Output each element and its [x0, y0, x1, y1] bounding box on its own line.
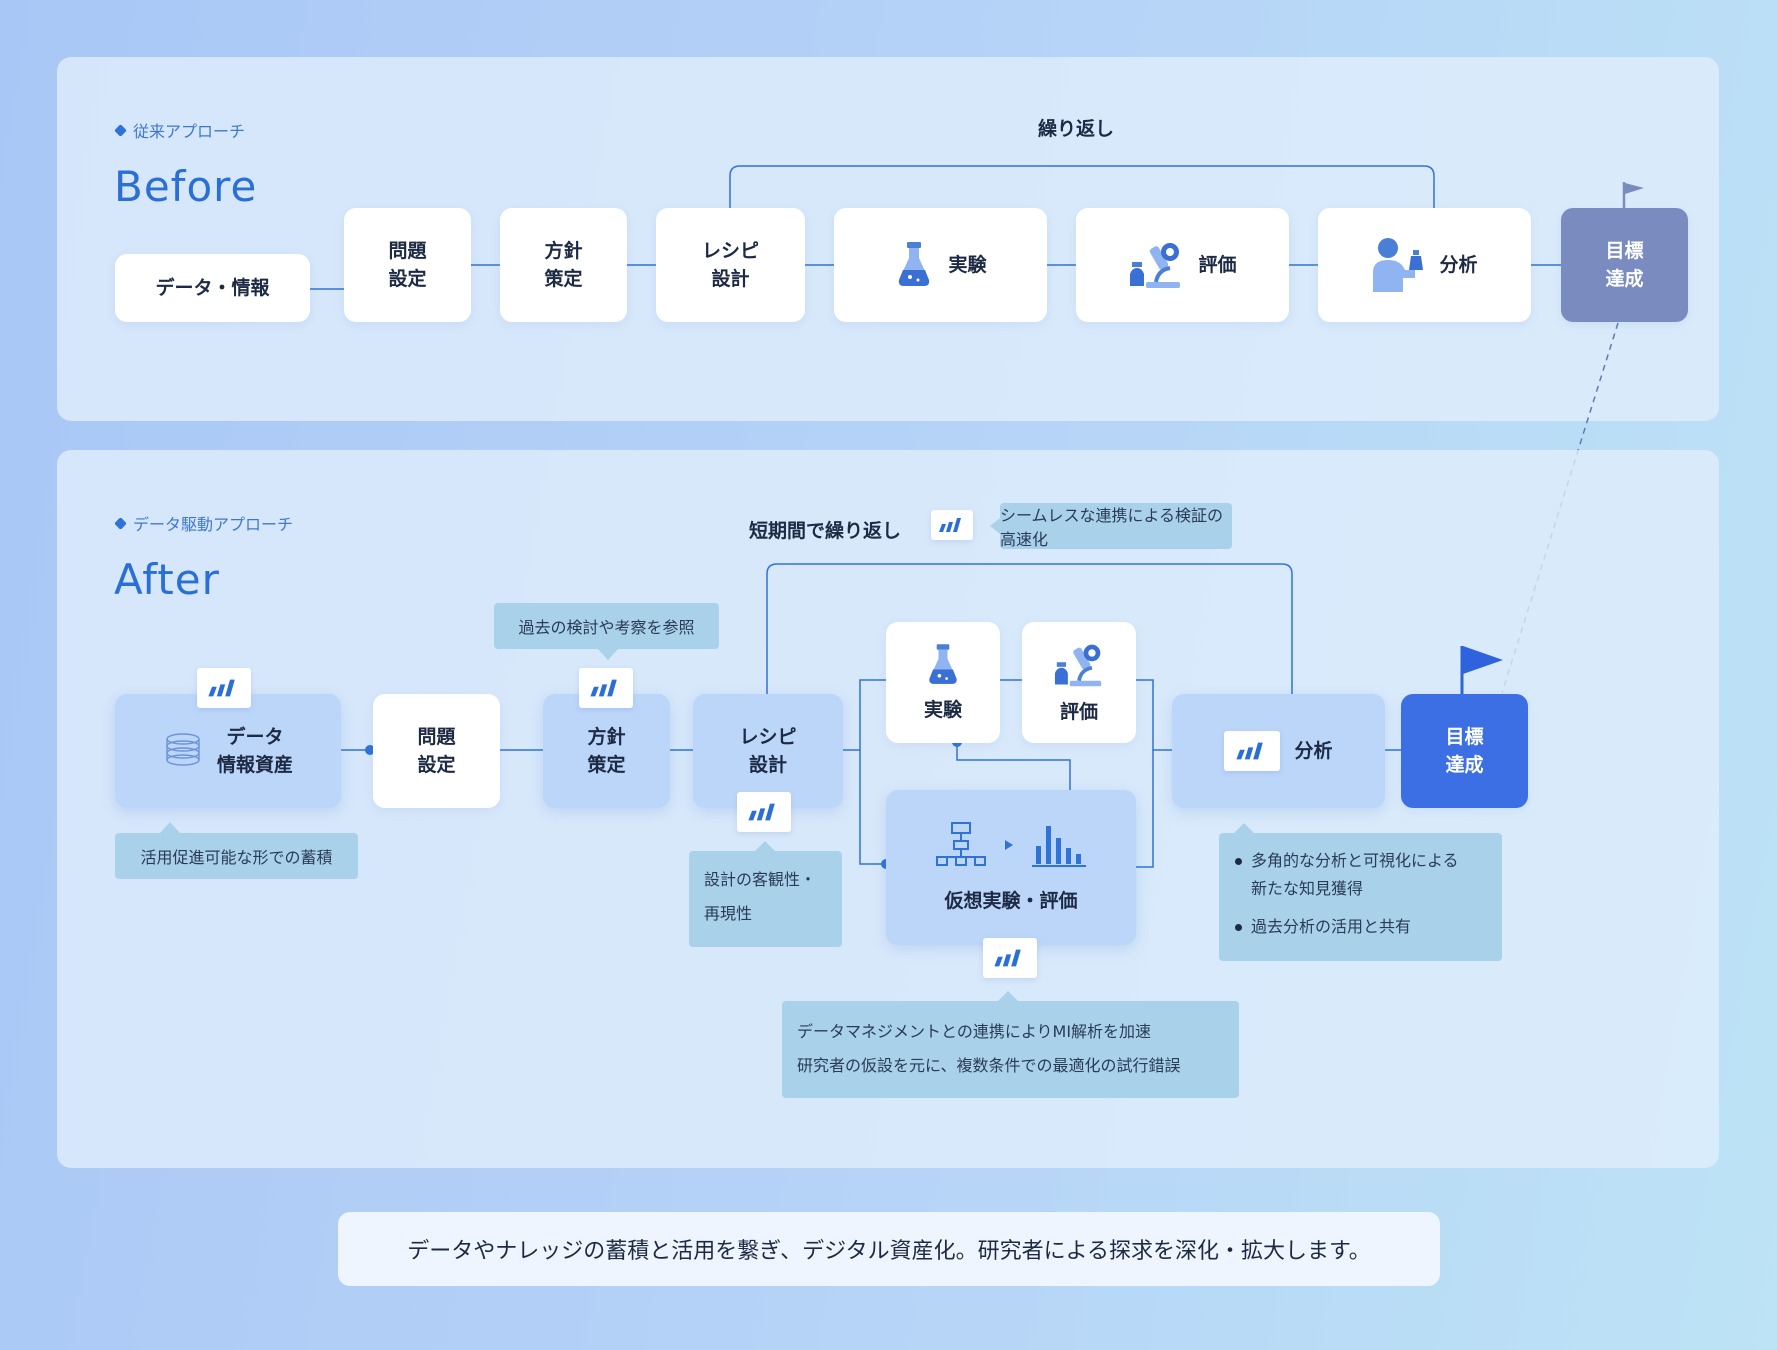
- before-step-problem: 問題 設定: [344, 208, 471, 322]
- before-title: Before: [114, 162, 258, 211]
- after-step-data: データ 情報資産: [115, 694, 341, 808]
- before-tag-label: 従来アプローチ: [133, 122, 246, 141]
- step-label: レシピ 設計: [739, 726, 797, 776]
- mi-logo-icon: [208, 679, 235, 697]
- after-loop-label: 短期間で繰り返し: [749, 520, 902, 542]
- step-label: 方針 策定: [544, 240, 583, 290]
- before-step-data: データ・情報: [115, 254, 310, 322]
- database-icon: [166, 733, 200, 766]
- before-step-analysis: 分析: [1318, 208, 1531, 322]
- before-step-experiment: 実験: [834, 208, 1047, 322]
- note-data: 活用促進可能な形での蓄積: [115, 833, 358, 879]
- step-label: 実験: [948, 254, 987, 276]
- mi-logo-icon: [931, 510, 973, 540]
- after-step-evaluation: 評価: [1022, 622, 1136, 743]
- step-label: 分析: [1439, 254, 1478, 276]
- step-label: 方針 策定: [587, 726, 626, 776]
- researcher-icon: [1373, 238, 1424, 292]
- step-label: データ・情報: [155, 277, 270, 299]
- loop-note: シームレスな連携による検証の高速化: [1000, 503, 1232, 549]
- note-recipe: 設計の客観性・ 再現性: [689, 851, 842, 947]
- note-text: 活用促進可能な形での蓄積: [140, 848, 333, 867]
- after-step-analysis: 分析: [1172, 694, 1385, 808]
- step-label: レシピ 設計: [701, 240, 759, 290]
- step-label: 目標 達成: [1605, 240, 1644, 290]
- flask-icon: [899, 242, 930, 286]
- note-policy: 過去の検討や考察を参照: [494, 603, 719, 649]
- step-label: 実験: [923, 698, 962, 721]
- mi-logo-icon: [748, 803, 775, 821]
- footer-text: データやナレッジの蓄積と活用を繋ぎ、デジタル資産化。研究者による探求を深化・拡大…: [407, 1239, 1371, 1264]
- mi-logo-icon: [1236, 742, 1264, 760]
- microscope-icon: [1054, 644, 1102, 686]
- flask-icon: [929, 643, 957, 684]
- after-tag: データ駆動アプローチ: [114, 511, 294, 535]
- mi-logo-icon: [737, 792, 791, 832]
- step-label: データ 情報資産: [216, 726, 293, 776]
- loop-note-text: シームレスな連携による検証の高速化: [1000, 506, 1224, 549]
- mi-logo-icon: [983, 938, 1037, 978]
- mi-logo-icon: [994, 949, 1021, 967]
- step-label: 目標 達成: [1445, 726, 1484, 776]
- after-step-problem: 問題 設定: [373, 694, 500, 808]
- before-loop-label: 繰り返し: [1038, 118, 1115, 140]
- mi-logo-icon: [590, 679, 617, 697]
- after-step-virtual: 仮想実験・評価: [886, 790, 1136, 945]
- step-label: 分析: [1294, 740, 1333, 762]
- after-step-policy: 方針 策定: [543, 694, 670, 808]
- microscope-icon: [1130, 243, 1181, 288]
- note-bullet: 多角的な分析と可視化による 新たな知見獲得: [1233, 847, 1490, 903]
- mi-logo-icon: [939, 518, 961, 532]
- after-step-experiment: 実験: [886, 622, 1000, 743]
- before-step-goal: 目標 達成: [1561, 208, 1688, 322]
- step-label: 問題 設定: [388, 240, 427, 290]
- after-step-recipe: レシピ 設計: [693, 694, 843, 808]
- note-text: 過去の検討や考察を参照: [518, 618, 695, 637]
- arrow-right-icon: [1005, 839, 1013, 850]
- before-step-evaluation: 評価: [1076, 208, 1289, 322]
- step-label: 評価: [1059, 700, 1098, 723]
- bar-chart-icon: [1032, 825, 1086, 867]
- note-text: 設計の客観性・ 再現性: [704, 870, 817, 923]
- after-tag-label: データ駆動アプローチ: [133, 515, 294, 534]
- after-title: After: [114, 555, 220, 604]
- before-step-policy: 方針 策定: [500, 208, 627, 322]
- after-step-goal: 目標 達成: [1401, 694, 1528, 808]
- mi-logo-icon: [579, 668, 633, 708]
- flag-icon: [1622, 182, 1644, 208]
- step-label: 仮想実験・評価: [944, 889, 1078, 912]
- flowchart-icon: [936, 821, 986, 866]
- note-analysis-list: 多角的な分析と可視化による 新たな知見獲得 過去分析の活用と共有: [1219, 833, 1502, 941]
- before-step-recipe: レシピ 設計: [656, 208, 805, 322]
- step-label: 問題 設定: [417, 726, 456, 776]
- note-virtual: データマネジメントとの連携によりMI解析を加速 研究者の仮設を元に、複数条件での…: [782, 1001, 1239, 1098]
- before-tag: 従来アプローチ: [114, 118, 246, 142]
- note-text: データマネジメントとの連携によりMI解析を加速 研究者の仮設を元に、複数条件での…: [797, 1022, 1181, 1075]
- footer-message: データやナレッジの蓄積と活用を繋ぎ、デジタル資産化。研究者による探求を深化・拡大…: [338, 1212, 1440, 1286]
- note-bullet: 過去分析の活用と共有: [1233, 913, 1490, 941]
- mi-logo-icon: [197, 668, 251, 708]
- step-label: 評価: [1198, 254, 1237, 276]
- note-analysis: 多角的な分析と可視化による 新たな知見獲得 過去分析の活用と共有: [1219, 833, 1502, 961]
- mi-logo-icon: [1224, 731, 1281, 771]
- flag-icon: [1460, 646, 1503, 694]
